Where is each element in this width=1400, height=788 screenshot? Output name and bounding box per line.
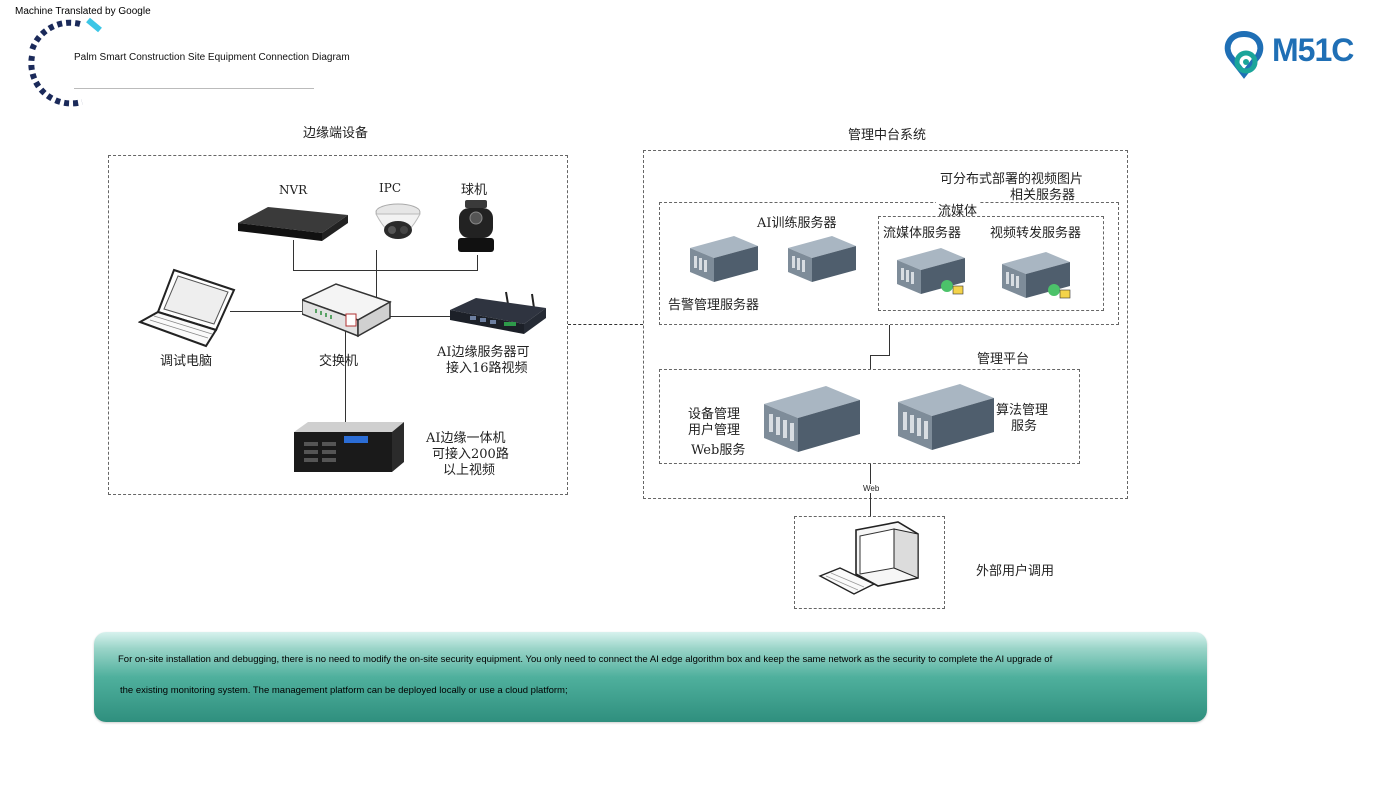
- servers-caption-line1: 可分布式部署的视频图片: [940, 172, 1084, 187]
- dome-camera-label: 球机: [461, 183, 488, 198]
- platform-box: [659, 369, 1080, 464]
- laptop-icon: [138, 268, 236, 348]
- decorative-ring-icon: [28, 17, 102, 107]
- allinone-label-line1: AI边缘一体机: [426, 431, 506, 446]
- ai-edge-server-icon: [450, 291, 546, 334]
- ai-edge-allinone-icon: [294, 422, 404, 472]
- streaming-server-icon: [897, 248, 965, 295]
- document-title: Palm Smart Construction Site Equipment C…: [74, 52, 350, 63]
- servers-to-platform-link-b: [870, 355, 890, 356]
- platform-server-icon: [764, 386, 860, 452]
- nvr-link: [293, 240, 294, 270]
- edge-server-label-line1: AI边缘服务器可: [437, 345, 530, 360]
- algo-mgmt-label-line2: 服务: [1011, 419, 1038, 434]
- edge-to-mgmt-link: [568, 324, 643, 325]
- logo-mark-icon: [1224, 30, 1264, 79]
- nvr-label: NVR: [279, 183, 308, 197]
- streaming-box: [878, 216, 1104, 311]
- streaming-group-label: 流媒体: [936, 200, 980, 219]
- allinone-label-line2: 可接入200路: [432, 447, 509, 462]
- ipc-link: [376, 250, 377, 320]
- device-mgmt-label: 设备管理: [688, 407, 741, 422]
- servers-caption-line2: 相关服务器: [1010, 188, 1076, 203]
- title-underline: [74, 88, 314, 89]
- ai-training-server-label: AI训练服务器: [757, 216, 837, 231]
- laptop-link: [230, 311, 310, 312]
- dome-link: [477, 255, 478, 270]
- external-user-box: [794, 516, 945, 609]
- note-line-1: For on-site installation and debugging, …: [118, 654, 1053, 665]
- alarm-mgmt-server-label: 告警管理服务器: [668, 298, 760, 313]
- nvr-device-icon: [238, 207, 348, 241]
- streaming-server-label: 流媒体服务器: [883, 226, 962, 241]
- external-user-label: 外部用户调用: [976, 564, 1055, 579]
- server-icon: [788, 236, 856, 282]
- desktop-computer-icon: [818, 521, 919, 595]
- mgmt-section-box: [643, 150, 1128, 499]
- server-icon: [690, 236, 758, 282]
- edge-server-label-line2: 接入16路视频: [446, 361, 528, 376]
- platform-title: 管理平台: [977, 352, 1030, 367]
- allinone-link: [345, 330, 346, 422]
- edge-section-box: [108, 155, 568, 495]
- ipc-label: IPC: [379, 181, 401, 195]
- network-switch-icon: [302, 283, 392, 338]
- video-forward-server-icon: [1002, 252, 1071, 299]
- switch-label: 交换机: [319, 354, 359, 369]
- logo-text: M51C: [1272, 32, 1354, 68]
- edge-server-link: [385, 316, 450, 317]
- edge-section-title: 边缘端设备: [303, 126, 369, 141]
- algorithm-server-icon: [898, 384, 994, 450]
- dome-camera-icon: [458, 200, 494, 252]
- installation-note-box: For on-site installation and debugging, …: [94, 632, 1207, 722]
- video-servers-box: [659, 202, 1119, 325]
- note-line-2: the existing monitoring system. The mana…: [120, 685, 568, 696]
- servers-to-platform-link-a: [889, 325, 890, 355]
- web-service-label: Web服务: [691, 443, 746, 458]
- ipc-camera-icon: [375, 203, 421, 239]
- algo-mgmt-label-line1: 算法管理: [996, 403, 1049, 418]
- allinone-label-line3: 以上视频: [443, 463, 496, 478]
- web-link-label: Web: [862, 484, 881, 493]
- user-mgmt-label: 用户管理: [688, 423, 741, 438]
- machine-translated-label: Machine Translated by Google: [15, 6, 151, 17]
- m51c-logo: M51C: [1220, 28, 1370, 80]
- servers-to-platform-link-c: [870, 355, 871, 369]
- mgmt-section-title: 管理中台系统: [848, 128, 927, 143]
- camera-bus-line: [293, 270, 478, 271]
- laptop-label: 调试电脑: [160, 354, 213, 369]
- video-forward-server-label: 视频转发服务器: [990, 226, 1082, 241]
